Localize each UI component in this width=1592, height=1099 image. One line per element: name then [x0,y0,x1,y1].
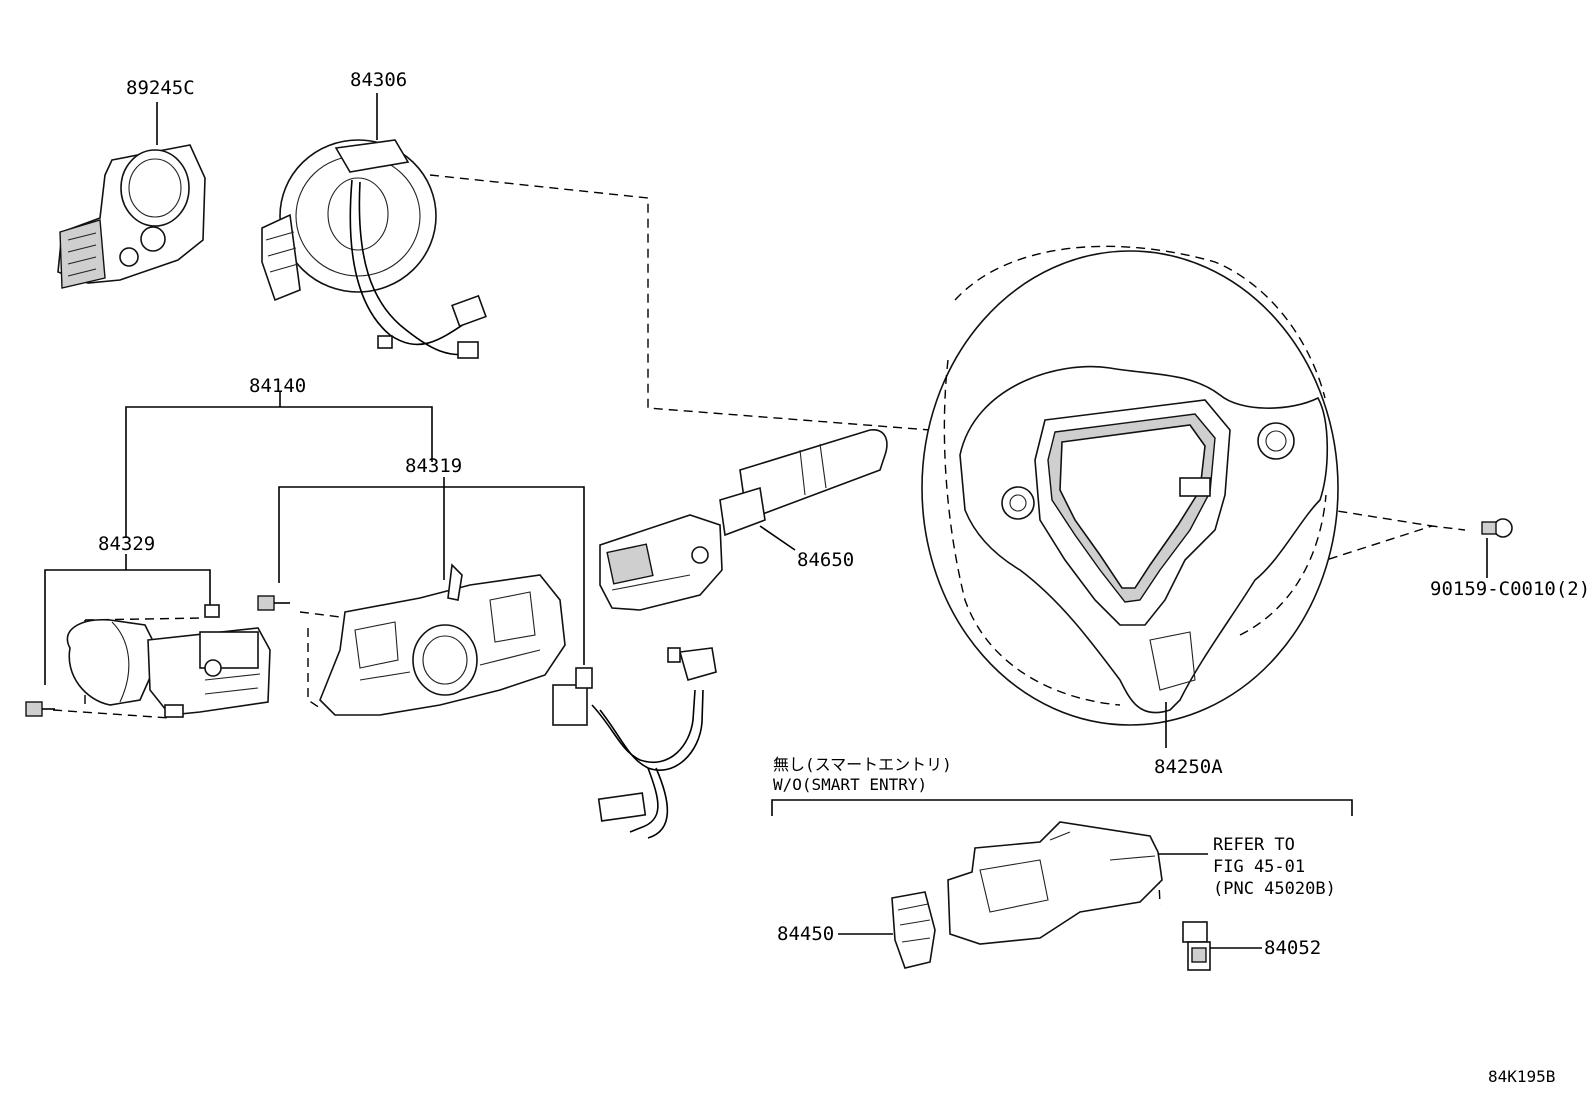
label-84140: 84140 [249,375,306,397]
label-84329: 84329 [98,533,155,555]
screw-left [25,701,55,717]
label-84306: 84306 [350,69,407,91]
part-84250a-steering-wheel [921,245,1339,748]
part-90159-bolt [1481,518,1513,578]
part-84329-turn-switch [25,604,271,719]
label-84250a: 84250A [1154,756,1223,778]
label-89245c: 89245C [126,77,195,99]
note-refer-line1: REFER TO [1213,835,1295,855]
label-84319: 84319 [405,455,462,477]
bracket-84140 [125,392,433,538]
wire-harness [552,647,717,839]
label-84052: 84052 [1264,937,1321,959]
note-smart-entry-en: W/O(SMART ENTRY) [773,775,927,794]
note-refer-line2: FIG 45-01 [1213,857,1305,877]
label-84450: 84450 [777,923,834,945]
bracket-84319 [278,477,585,665]
part-ignition-housing [947,821,1208,945]
part-84650-wiper-switch [599,429,888,611]
part-84319-switch-bracket [257,563,566,716]
figure-code: 84K195B [1488,1067,1555,1086]
part-84052-connector [1182,921,1262,971]
label-90159: 90159-C0010(2) [1430,578,1590,600]
part-84306-spiral-cable [261,93,487,359]
label-84650: 84650 [797,549,854,571]
note-refer-line3: (PNC 45020B) [1213,879,1336,899]
note-smart-entry-jp: 無し(スマートエントリ) [773,755,952,774]
part-89245c-steering-sensor [57,102,206,289]
screw-center [257,595,290,611]
bracket-smart-entry [771,799,1353,816]
part-84450-switch [838,891,936,969]
bracket-84329 [44,554,211,685]
